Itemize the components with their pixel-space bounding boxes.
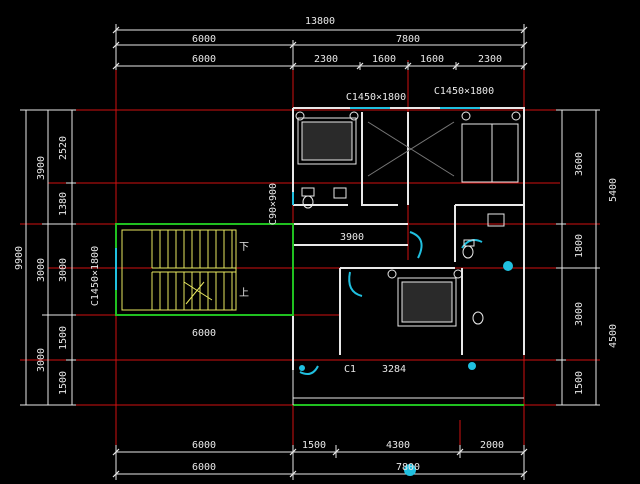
dim-top-r2-d: 1600 <box>420 54 444 65</box>
toilet-right <box>462 213 505 325</box>
stair-treads <box>151 230 236 310</box>
dim-right-inner-d: 1500 <box>574 371 585 395</box>
dim-left-outer-a: 3900 <box>36 156 47 180</box>
toilet-left <box>301 187 347 209</box>
dim-top-r2-e: 2300 <box>478 54 502 65</box>
window-label-2: C1450×1800 <box>434 86 494 97</box>
dim-right-outer-a: 5400 <box>608 178 619 202</box>
dim-bottom-r2-a: 6000 <box>192 462 216 473</box>
window-label-bottom-2: 3284 <box>382 364 406 375</box>
window-label-1: C1450×1800 <box>346 92 406 103</box>
dim-left-inner-a: 2520 <box>58 136 69 160</box>
window-label-bottom: C1 <box>344 364 356 375</box>
balcony <box>292 360 524 406</box>
dim-right-inner-c: 3000 <box>574 302 585 326</box>
dim-top-r2-c: 1600 <box>372 54 396 65</box>
dim-right-inner-b: 1800 <box>574 234 585 258</box>
bed-left <box>295 111 359 165</box>
dim-top-r1-b: 7800 <box>396 34 420 45</box>
dim-bottom-r1-d: 2000 <box>480 440 504 451</box>
dim-left-total: 9900 <box>14 246 25 270</box>
dim-bottom-r1-b: 1500 <box>302 440 326 451</box>
dim-bottom-r2-b: 7800 <box>396 462 420 473</box>
windows <box>115 107 483 375</box>
bed-right <box>461 111 521 183</box>
dim-left-inner-d: 1500 <box>58 326 69 350</box>
dimension-lines <box>20 24 600 480</box>
dim-bottom-r1-a: 6000 <box>192 440 216 451</box>
dim-left-outer-b: 3000 <box>36 258 47 282</box>
stair-enclosure <box>115 223 294 316</box>
dim-top-total: 13800 <box>305 16 335 27</box>
dimension-ticks <box>112 26 528 478</box>
dim-corridor-width: 3900 <box>340 232 364 243</box>
stair-down-label: 下 <box>239 242 249 253</box>
dim-right-outer-b: 4500 <box>608 324 619 348</box>
x-marks <box>367 121 455 177</box>
dim-top-r2-a: 6000 <box>192 54 216 65</box>
dim-left-inner-b: 1380 <box>58 192 69 216</box>
dim-left-inner-c: 3000 <box>58 258 69 282</box>
window-label-stair: C1450×1800 <box>90 246 101 306</box>
plants <box>299 261 513 476</box>
dim-left-outer-c: 3000 <box>36 348 47 372</box>
dim-left-inner-e: 1500 <box>58 371 69 395</box>
dim-top-r1-a: 6000 <box>192 34 216 45</box>
dim-bottom-r1-c: 4300 <box>386 440 410 451</box>
stair-up-label: 上 <box>239 287 249 299</box>
dim-right-inner-a: 3600 <box>574 152 585 176</box>
window-label-bath: C90×900 <box>268 183 279 225</box>
dim-top-r2-b: 2300 <box>314 54 338 65</box>
dim-stair-width: 6000 <box>192 328 216 339</box>
bed-middle <box>387 269 463 327</box>
